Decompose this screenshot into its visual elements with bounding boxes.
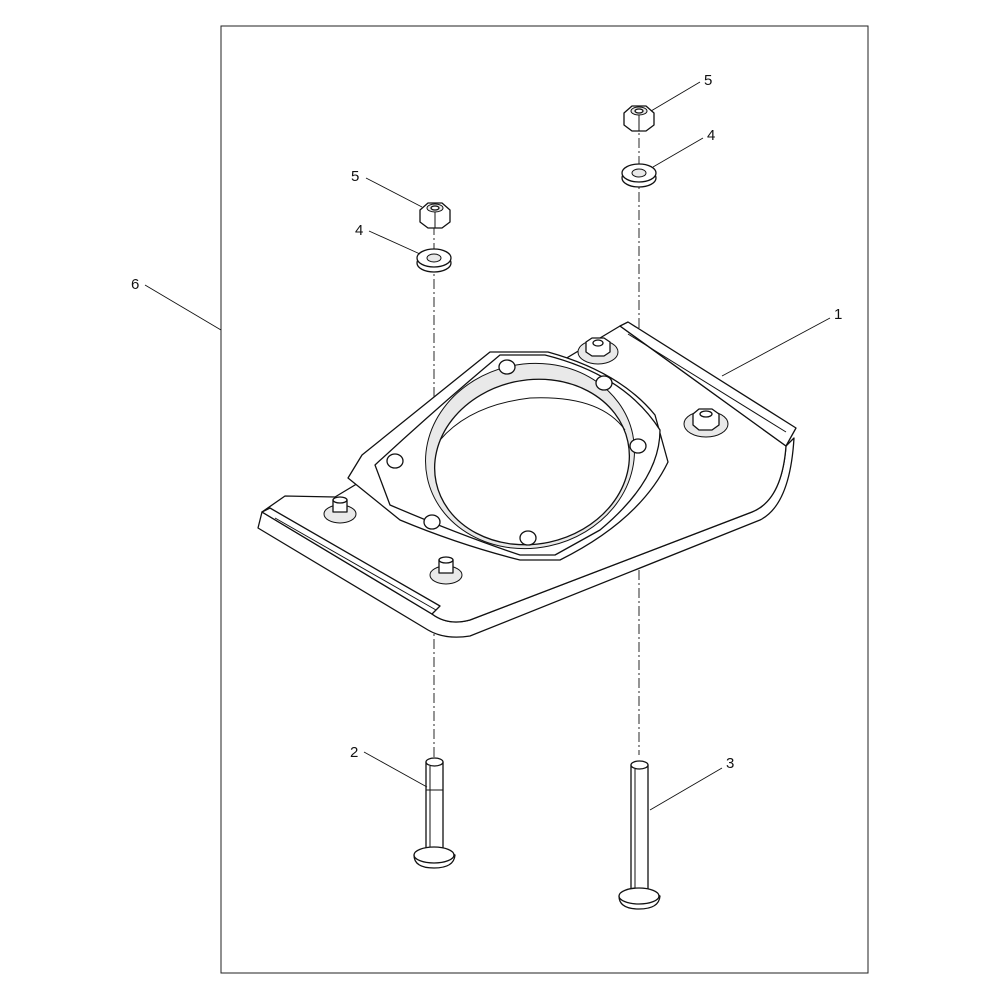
short-bolt[interactable] [413,757,456,869]
long-bolt[interactable] [618,760,661,910]
callout-1: 1 [834,306,842,323]
leader-5a [365,177,423,208]
callout-4-left: 4 [355,222,363,239]
washer-right[interactable] [621,163,657,188]
leader-2 [363,751,428,788]
callout-5-right: 5 [704,72,712,89]
assembly-frame [220,25,869,974]
callout-4-right: 4 [707,127,715,144]
leader-3 [649,767,723,811]
leader-6 [144,284,222,331]
base-plate[interactable] [257,321,797,638]
callout-3: 3 [726,755,734,772]
nut-left[interactable] [419,202,451,229]
mounted-bolt-front-1 [323,496,357,524]
leader-4a [368,230,421,255]
mounted-bolt-front-2 [429,556,463,585]
washer-left[interactable] [416,248,452,273]
callout-5-left: 5 [351,168,359,185]
callout-6: 6 [131,276,139,293]
mounted-bolt-back-2 [683,408,729,438]
callout-2: 2 [350,744,358,761]
leader-4b [652,137,704,168]
leader-5b [650,81,701,112]
nut-right[interactable] [623,105,655,132]
leader-1 [721,317,831,377]
mounted-bolt-back-1 [577,337,619,365]
